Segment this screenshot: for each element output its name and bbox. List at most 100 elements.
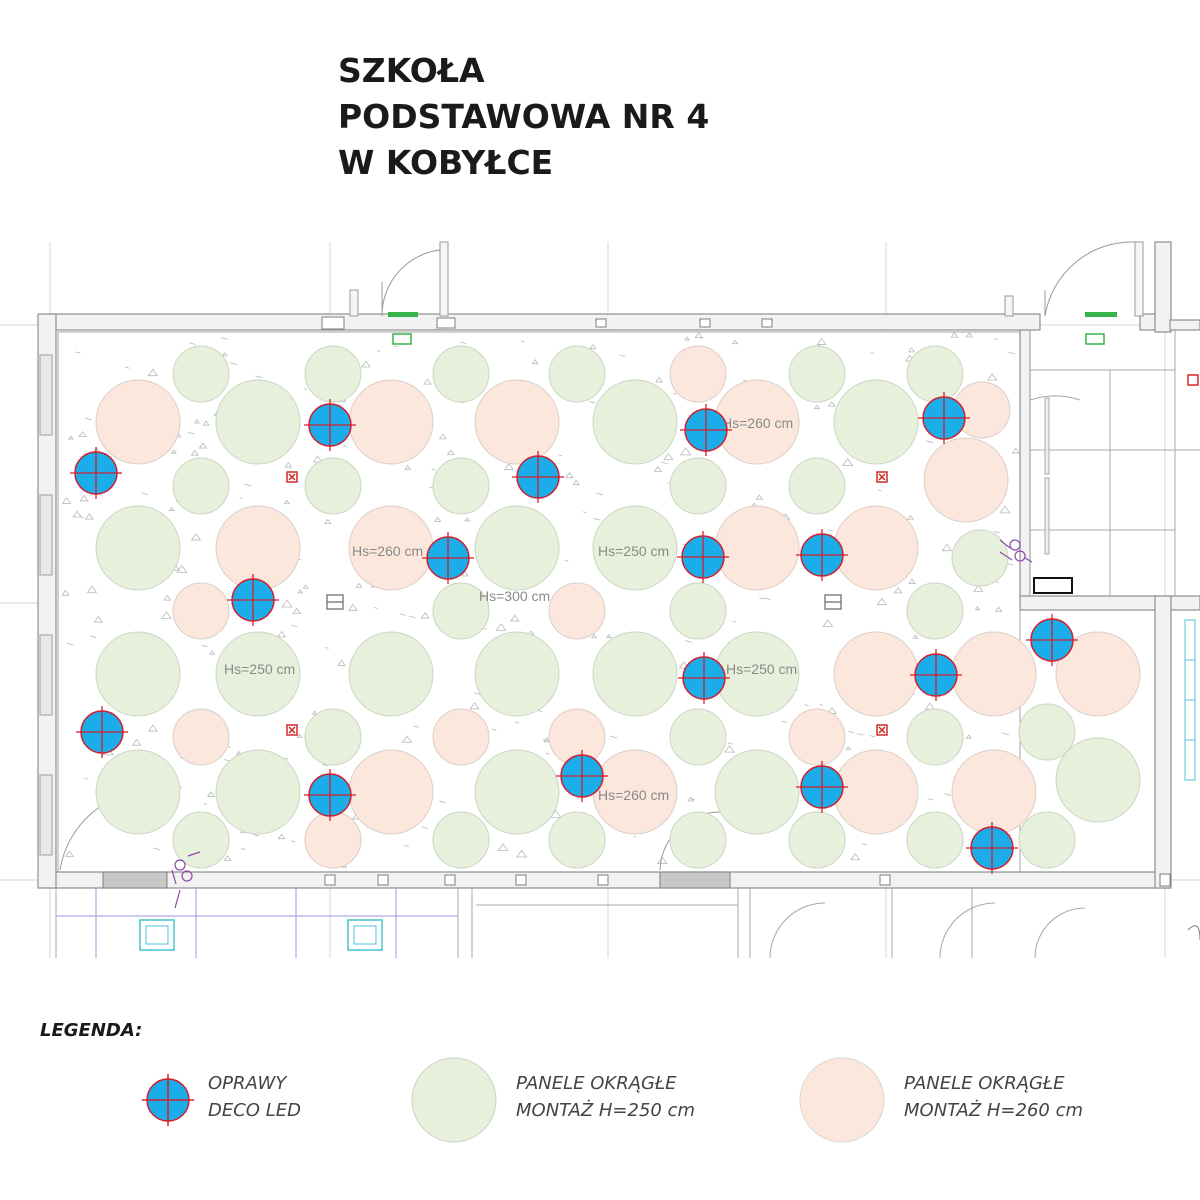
speckle xyxy=(497,843,509,851)
speckle xyxy=(828,529,833,532)
speckle xyxy=(221,352,228,357)
panel-250 xyxy=(432,582,490,640)
speckle xyxy=(509,614,520,622)
speckle xyxy=(93,616,104,623)
speckle xyxy=(1011,447,1020,454)
deco-led xyxy=(910,649,962,701)
panel-260 xyxy=(951,749,1037,835)
speckle xyxy=(152,847,161,851)
speckle xyxy=(503,462,515,471)
legend-led-icon xyxy=(142,1074,194,1126)
deco-led xyxy=(796,529,848,581)
speckle xyxy=(542,739,549,742)
title-line-2: PODSTAWOWA NR 4 xyxy=(338,97,710,136)
speckle xyxy=(572,479,580,485)
speckle xyxy=(401,735,413,743)
panel-250 xyxy=(906,582,964,640)
hs-label-300: Hs=300 cm xyxy=(479,588,550,604)
speckle xyxy=(61,589,70,596)
deco-led xyxy=(966,822,1018,874)
panel-250 xyxy=(1055,737,1141,823)
speckle xyxy=(987,373,998,381)
deco-led xyxy=(1026,614,1078,666)
alarm-marker-right xyxy=(1187,374,1199,386)
floor-plan: Hs=260 cm Hs=260 cm Hs=250 cm Hs=300 cm … xyxy=(0,241,1200,958)
title-line-1: SZKOŁA xyxy=(338,51,485,90)
speckle xyxy=(531,359,539,365)
legend-panel-250-line-2: MONTAŻ H=250 cm xyxy=(516,1100,695,1121)
speckle xyxy=(297,589,304,594)
panel-250 xyxy=(833,379,919,465)
speckle xyxy=(848,730,854,734)
deco-led xyxy=(70,447,122,499)
panel-250 xyxy=(1018,811,1076,869)
alarm-markers xyxy=(286,471,888,736)
speckle xyxy=(1008,351,1016,355)
speckle xyxy=(593,518,601,521)
speckle xyxy=(495,623,507,631)
speckle xyxy=(672,392,677,395)
speckle xyxy=(564,559,569,562)
panel-250 xyxy=(95,631,181,717)
speckle xyxy=(408,615,416,619)
speckle xyxy=(176,564,188,573)
speckle xyxy=(657,856,668,864)
speckle xyxy=(1002,732,1010,736)
speckle xyxy=(816,337,827,345)
deco-led xyxy=(796,761,848,813)
legend-panel-260-icon xyxy=(799,1057,885,1143)
speckle xyxy=(973,584,984,592)
panel-260 xyxy=(833,749,919,835)
speckle xyxy=(850,853,861,861)
speckle xyxy=(223,854,232,861)
speckle xyxy=(582,511,587,514)
doors xyxy=(59,241,1144,871)
deco-led xyxy=(422,532,474,584)
speckle xyxy=(944,793,951,796)
speckle xyxy=(198,442,208,449)
speckle xyxy=(999,505,1011,514)
speckle xyxy=(420,612,430,619)
speckle xyxy=(545,752,550,755)
speckle xyxy=(413,725,419,728)
exit-markers xyxy=(388,312,1117,345)
speckle xyxy=(857,733,864,736)
lower-rooms xyxy=(55,888,1086,958)
speckle xyxy=(543,737,551,743)
panel-260 xyxy=(788,708,846,766)
speckle xyxy=(404,464,412,470)
panel-260 xyxy=(548,582,606,640)
speckle xyxy=(655,376,664,383)
speckle xyxy=(221,337,229,340)
panels-250 xyxy=(95,345,1141,869)
panel-250 xyxy=(669,811,727,869)
page-title: SZKOŁA PODSTAWOWA NR 4 W KOBYŁCE xyxy=(338,48,709,186)
speckle xyxy=(438,433,447,440)
panel-250 xyxy=(95,749,181,835)
speckle xyxy=(168,506,175,511)
panel-250 xyxy=(95,505,181,591)
speckle xyxy=(491,728,497,731)
speckle xyxy=(589,343,597,350)
deco-led xyxy=(512,451,564,503)
speckle xyxy=(347,603,358,611)
panel-260 xyxy=(474,379,560,465)
ceiling-grilles xyxy=(326,594,842,610)
speckle xyxy=(68,435,74,440)
speckle xyxy=(906,514,914,520)
speckle xyxy=(311,710,318,715)
panel-250 xyxy=(215,379,301,465)
speckle xyxy=(324,518,332,525)
speckle xyxy=(253,834,260,837)
deco-led xyxy=(76,706,128,758)
panel-260 xyxy=(833,631,919,717)
electrical-symbols xyxy=(171,539,1033,909)
speckle xyxy=(163,594,172,601)
panel-260 xyxy=(172,708,230,766)
panel-260 xyxy=(172,582,230,640)
title-line-3: W KOBYŁCE xyxy=(338,143,554,182)
speckle xyxy=(193,418,201,424)
panel-260 xyxy=(669,345,727,403)
wall-posts xyxy=(102,316,1171,889)
panel-250 xyxy=(548,345,606,403)
